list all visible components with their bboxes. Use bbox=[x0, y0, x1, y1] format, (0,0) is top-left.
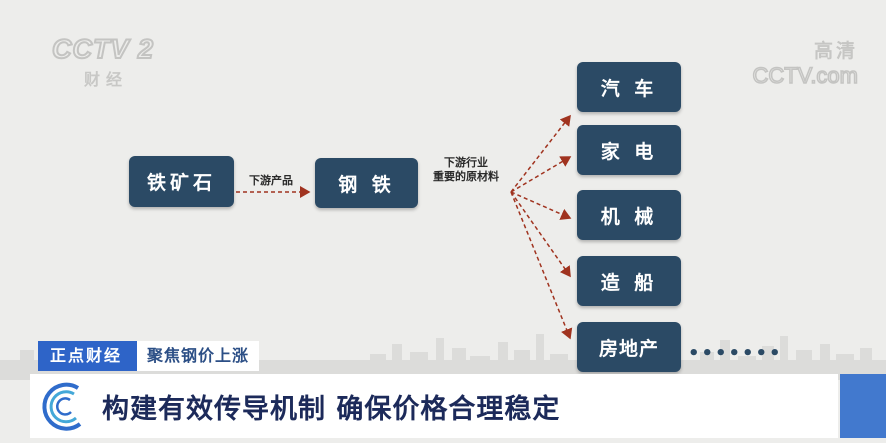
node-real-estate: 房地产 bbox=[577, 322, 681, 372]
channel-logo: CCTV 2 财经 bbox=[51, 33, 155, 89]
node-machinery: 机 械 bbox=[577, 190, 681, 240]
edge-label-line2: 重要的原材料 bbox=[433, 170, 499, 183]
node-shipbuilding: 造 船 bbox=[577, 256, 681, 306]
node-auto: 汽 车 bbox=[577, 62, 681, 112]
edge-label-downstream-product: 下游产品 bbox=[249, 174, 293, 187]
hd-watermark: 高清 CCTV.com bbox=[752, 36, 859, 89]
node-steel: 钢 铁 bbox=[315, 158, 418, 208]
arrow-to-appliance bbox=[510, 156, 572, 193]
node-iron-ore: 铁矿石 bbox=[129, 156, 234, 207]
program-name: 正点财经 bbox=[38, 341, 135, 371]
domain-label: CCTV.com bbox=[752, 62, 859, 89]
ticker-side-block bbox=[840, 374, 886, 438]
program-tag-row: 正点财经 聚焦钢价上涨 bbox=[38, 341, 260, 371]
topic-tag: 聚焦钢价上涨 bbox=[134, 341, 260, 371]
edge-label-line1: 下游行业 bbox=[444, 156, 488, 169]
arrow-to-shipbuilding bbox=[510, 191, 571, 278]
arrow-to-machinery bbox=[510, 191, 572, 220]
node-appliance: 家 电 bbox=[577, 125, 681, 175]
channel-logo-text: CCTV 2 bbox=[51, 33, 155, 65]
headline-bar: 构建有效传导机制 确保价格合理稳定 bbox=[30, 374, 838, 438]
headline-text: 构建有效传导机制 确保价格合理稳定 bbox=[102, 393, 561, 425]
hd-label: 高清 bbox=[813, 40, 858, 62]
channel-logo-sub: 财经 bbox=[84, 70, 129, 89]
arrow-to-realestate bbox=[510, 191, 573, 340]
arrow-to-auto bbox=[510, 114, 571, 193]
edge-label-downstream-industry: 下游行业 重要的原材料 bbox=[423, 156, 509, 184]
cctv-emblem-icon bbox=[30, 374, 102, 438]
more-dots: ••••••• bbox=[688, 343, 783, 364]
